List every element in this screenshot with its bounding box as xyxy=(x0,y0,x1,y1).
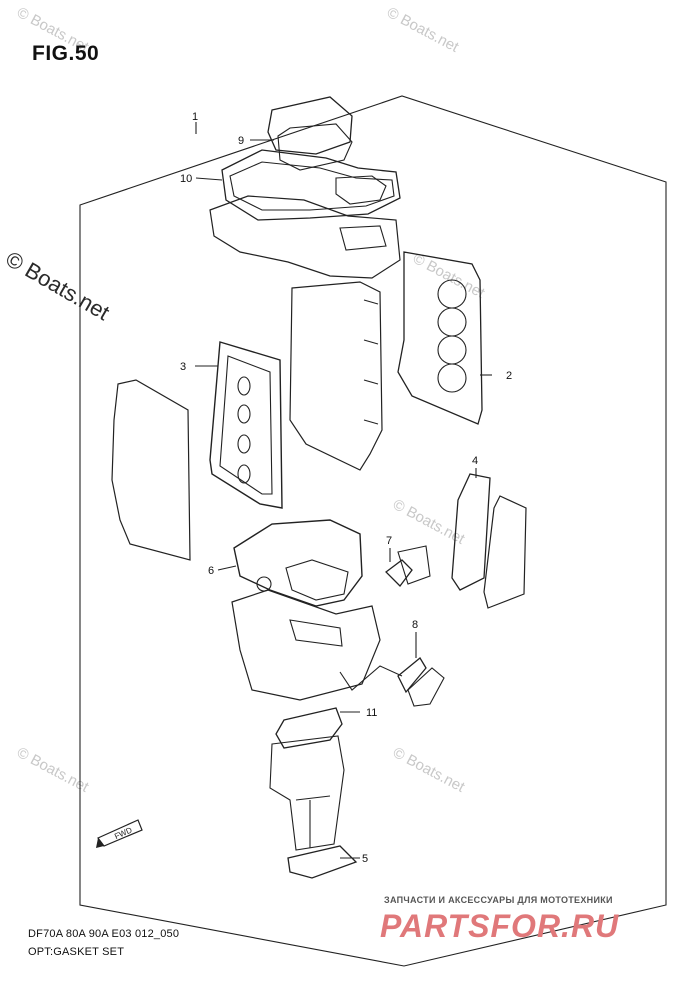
svg-text:FWD: FWD xyxy=(113,825,134,841)
callout-8: 8 xyxy=(412,619,418,631)
shop-tagline: ЗАПЧАСТИ И АКСЕССУАРЫ ДЛЯ МОТОТЕХНИКИ xyxy=(384,895,613,905)
callout-2: 2 xyxy=(506,370,512,382)
callout-3: 3 xyxy=(180,361,186,373)
callout-6: 6 xyxy=(208,565,214,577)
callout-5: 5 xyxy=(362,853,368,865)
figure-title: FIG.50 xyxy=(32,42,100,65)
part-6-oil-pan-gasket xyxy=(233,519,363,607)
callout-11: 11 xyxy=(366,707,377,719)
part-7-gasket xyxy=(385,559,413,587)
callout-10: 10 xyxy=(180,173,192,185)
callout-4: 4 xyxy=(472,455,478,467)
cylinder-head-silhouette xyxy=(209,195,401,279)
part-2-head-gasket xyxy=(397,251,483,425)
left-side-gasket xyxy=(111,379,191,561)
part-5-gasket xyxy=(287,845,358,879)
caption-title: OPT:GASKET SET xyxy=(28,946,125,958)
part-3-rocker-cover-gasket xyxy=(209,341,283,509)
shop-logo: PARTSFOR.RU xyxy=(380,908,620,944)
caption-model: DF70A 80A 90A E03 012_050 xyxy=(28,928,180,940)
callout-1: 1 xyxy=(192,111,198,123)
part-4-gasket xyxy=(451,473,491,591)
part-10-head-cover-gasket xyxy=(221,149,401,221)
callout-7: 7 xyxy=(386,535,392,547)
gasket-set-boundary xyxy=(79,95,667,967)
part-9-cover-gasket xyxy=(267,96,353,155)
right-side-plate xyxy=(483,495,527,609)
part-11-gasket xyxy=(275,707,343,749)
callout-9: 9 xyxy=(238,135,244,147)
engine-block-silhouette xyxy=(289,281,383,471)
part-8-gasket xyxy=(397,657,427,694)
oil-pan-silhouette xyxy=(231,589,381,701)
fwd-arrow-icon: FWD xyxy=(96,819,143,848)
